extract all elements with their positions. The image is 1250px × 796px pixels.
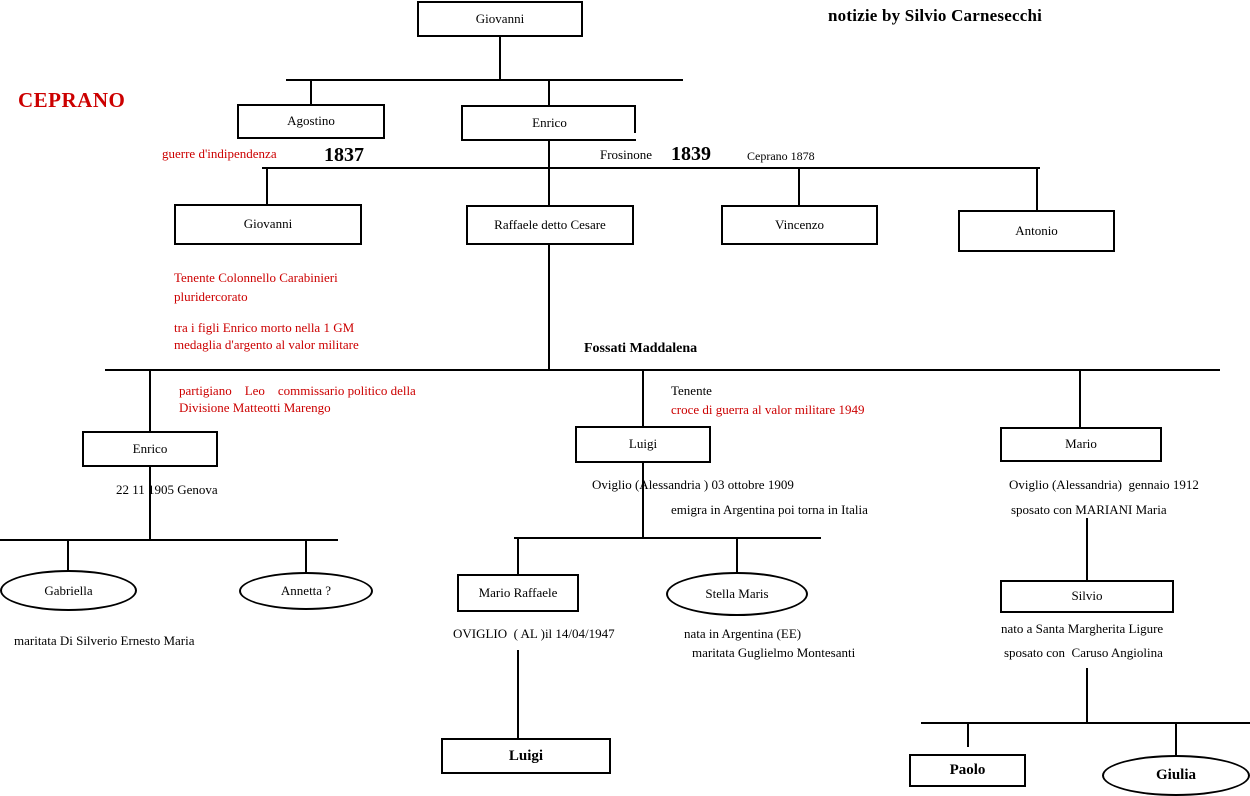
connector-enrico-gen2-stem <box>548 141 550 168</box>
annotation-mario-marriage: sposato con MARIANI Maria <box>1011 502 1167 517</box>
annotation-luigi-rank: Tenente <box>671 383 712 398</box>
node-label: Agostino <box>287 113 335 129</box>
node-label: Antonio <box>1015 222 1058 238</box>
annotation-luigi-emigration: emigra in Argentina poi torna in Italia <box>671 502 868 517</box>
connector-gen2-bus <box>286 79 683 81</box>
annotation-giovanni-rank: Tenente Colonnello Carabinieri <box>174 270 338 285</box>
node-annetta[interactable]: Annetta ? <box>239 572 373 610</box>
annotation-enrico-gen4-birth: 22 11 1905 Genova <box>116 482 218 497</box>
connector-luigi-children-bus <box>514 537 821 539</box>
connector-to-giulia <box>1175 722 1177 755</box>
connector-to-gabriella <box>67 539 69 572</box>
node-antonio[interactable]: Antonio <box>958 210 1115 252</box>
node-silvio[interactable]: Silvio <box>1000 580 1174 613</box>
node-label: Luigi <box>508 747 544 764</box>
connector-enrico-children-bus <box>0 539 338 541</box>
annotation-luigi-medal: croce di guerra al valor militare 1949 <box>671 402 865 417</box>
node-label: Giovanni <box>475 10 525 26</box>
node-mario-gen4[interactable]: Mario <box>1000 427 1162 462</box>
annotation-giovanni-decorations: pluridercorato <box>174 289 248 304</box>
connector-to-paolo <box>967 722 969 747</box>
connector-enrico-gen4-stem <box>149 467 151 540</box>
connector-root-stem <box>499 37 501 80</box>
node-agostino[interactable]: Agostino <box>237 104 385 139</box>
connector-to-raffaele <box>548 167 550 205</box>
annotation-frosinone: Frosinone <box>600 147 652 162</box>
connector-gen3-bus <box>262 167 1040 169</box>
annotation-enrico-partisan: partigiano Leo commissario politico dell… <box>179 383 416 398</box>
connector-to-annetta <box>305 539 307 572</box>
connector-silvio-children-bus <box>921 722 1250 724</box>
annotation-year-1837: 1837 <box>324 144 364 166</box>
node-label: Stella Maris <box>705 586 769 601</box>
node-label: Giulia <box>1155 767 1196 783</box>
connector-to-vincenzo <box>798 167 800 205</box>
node-label: Giovanni <box>243 216 293 232</box>
node-label: Enrico <box>132 440 168 456</box>
node-label: Enrico <box>532 114 567 130</box>
node-gabriella[interactable]: Gabriella <box>0 570 137 611</box>
node-luigi-gen4[interactable]: Luigi <box>575 426 711 463</box>
connector-to-antonio <box>1036 167 1038 211</box>
annotation-mario-birth: Oviglio (Alessandria) gennaio 1912 <box>1009 477 1199 492</box>
place-label-ceprano: CEPRANO <box>18 88 126 112</box>
node-enrico-gen4[interactable]: Enrico <box>82 431 218 467</box>
node-giovanni-gen3[interactable]: Giovanni <box>174 204 362 245</box>
node-label: Vincenzo <box>774 216 825 232</box>
node-mario-raffaele[interactable]: Mario Raffaele <box>457 574 579 612</box>
node-label: Mario <box>1065 436 1097 452</box>
node-label: Paolo <box>949 762 986 779</box>
node-enrico-gen2[interactable]: Enrico <box>461 105 636 141</box>
node-stella-maris[interactable]: Stella Maris <box>666 572 808 616</box>
annotation-giovanni-son-enrico: tra i figli Enrico morto nella 1 GM <box>174 320 355 335</box>
node-giulia[interactable]: Giulia <box>1102 755 1250 796</box>
connector-to-enrico-gen4 <box>149 369 151 431</box>
annotation-gabriella-marriage: maritata Di Silverio Ernesto Maria <box>14 633 195 648</box>
node-luigi-gen6[interactable]: Luigi <box>441 738 611 774</box>
node-vincenzo[interactable]: Vincenzo <box>721 205 878 245</box>
annotation-giovanni-medal: medaglia d'argento al valor militare <box>174 337 359 352</box>
annotation-stella-marriage: maritata Guglielmo Montesanti <box>692 645 856 660</box>
node-giovanni-root[interactable]: Giovanni <box>417 1 583 37</box>
node-label: Annetta ? <box>280 583 332 598</box>
annotation-silvio-birth: nato a Santa Margherita Ligure <box>1001 621 1164 636</box>
connector-to-mario-gen4 <box>1079 369 1081 427</box>
node-label: Raffaele detto Cesare <box>494 216 606 232</box>
connector-luigi-gen4-stem <box>642 463 644 538</box>
connector-raffaele-stem <box>548 245 550 371</box>
annotation-year-1839: 1839 <box>671 143 711 165</box>
connector-to-enrico-gen2 <box>548 79 550 105</box>
node-label: Mario Raffaele <box>478 584 558 600</box>
node-enrico-gen2-right-stub <box>614 105 636 133</box>
annotation-mario-raffaele-birth: OVIGLIO ( AL )il 14/04/1947 <box>453 626 615 641</box>
connector-to-stella-maris <box>736 537 738 574</box>
node-label: Luigi <box>628 436 658 452</box>
annotation-silvio-marriage: sposato con Caruso Angiolina <box>1004 645 1163 660</box>
connector-to-agostino <box>310 79 312 105</box>
annotation-guerre-indipendenza: guerre d'indipendenza <box>162 146 277 161</box>
connector-to-luigi-gen4 <box>642 369 644 426</box>
annotation-fossati-maddalena: Fossati Maddalena <box>584 341 698 356</box>
connector-to-giovanni-gen3 <box>266 167 268 205</box>
page-credit-title: notizie by Silvio Carnesecchi <box>828 6 1043 25</box>
annotation-luigi-gen4-birth: Oviglio (Alessandria ) 03 ottobre 1909 <box>592 477 794 492</box>
annotation-ceprano-1878: Ceprano 1878 <box>747 149 815 163</box>
connector-gen4-bus <box>105 369 1220 371</box>
annotation-enrico-division: Divisione Matteotti Marengo <box>179 400 331 415</box>
node-label: Silvio <box>1071 588 1103 604</box>
connector-to-mario-raffaele <box>517 537 519 574</box>
annotation-stella-birth: nata in Argentina (EE) <box>684 626 802 641</box>
connector-silvio-stem <box>1086 668 1088 723</box>
connector-mario-raffaele-stem <box>517 650 519 739</box>
node-raffaele[interactable]: Raffaele detto Cesare <box>466 205 634 245</box>
node-label: Gabriella <box>44 582 93 598</box>
node-paolo[interactable]: Paolo <box>909 754 1026 787</box>
connector-mario-silvio-stem <box>1086 518 1088 580</box>
